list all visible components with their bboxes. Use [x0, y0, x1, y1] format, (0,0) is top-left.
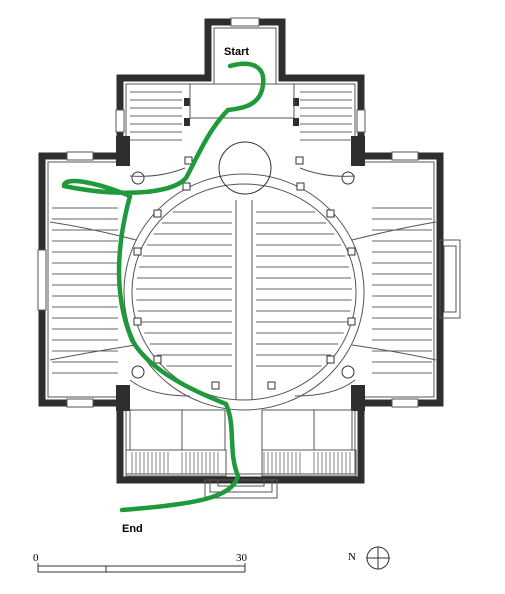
north-arrow-icon — [366, 546, 390, 570]
wall-piers — [116, 98, 365, 411]
central-oval — [123, 173, 365, 411]
windows — [37, 17, 419, 408]
east-porch — [439, 239, 461, 319]
start-label: Start — [224, 46, 249, 58]
round-features — [131, 141, 355, 379]
end-label: End — [122, 523, 143, 535]
scale-zero-label: 0 — [33, 552, 39, 564]
north-letter: N — [348, 551, 356, 563]
curved-aisles — [49, 167, 437, 397]
scale-thirty-label: 30 — [236, 552, 248, 564]
scale-bar — [37, 563, 246, 573]
benches — [52, 91, 432, 374]
entrance-steps — [204, 479, 278, 499]
outer-walls — [38, 18, 444, 484]
columns — [133, 156, 356, 390]
route-path — [61, 61, 266, 513]
inner-wall-line — [47, 27, 435, 475]
stair-treads — [131, 452, 351, 474]
stair-rooms — [125, 83, 357, 477]
